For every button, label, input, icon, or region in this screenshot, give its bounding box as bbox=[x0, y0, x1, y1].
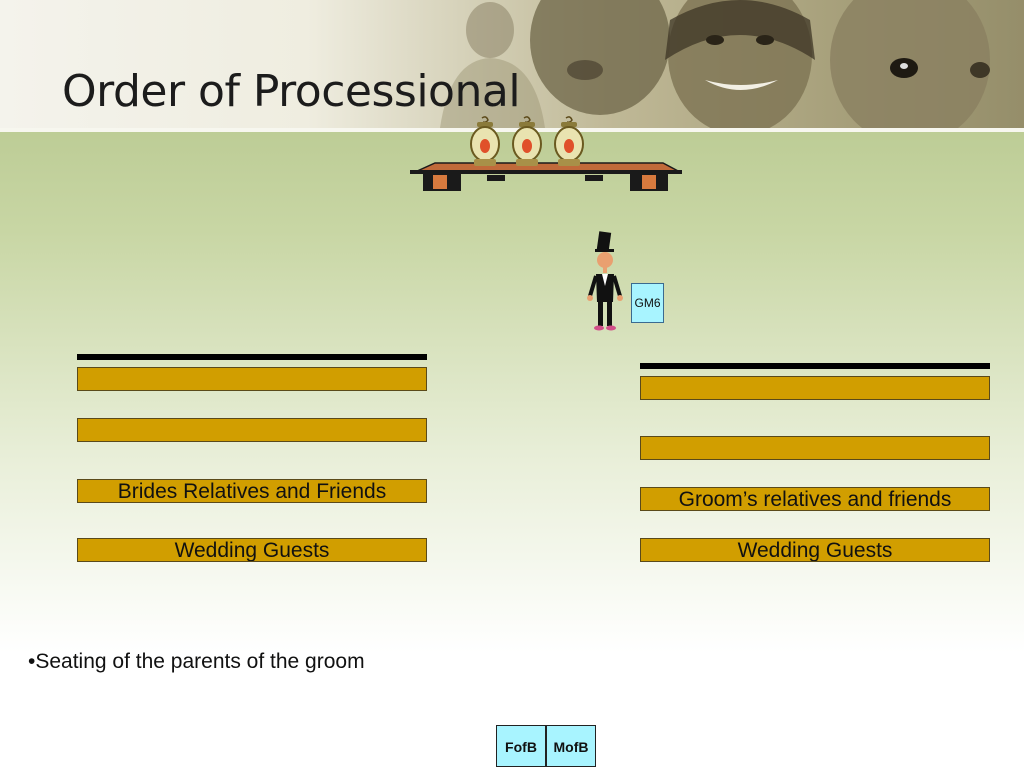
father-of-bride-box: FofB bbox=[496, 725, 546, 767]
people-photo-collage bbox=[440, 0, 990, 128]
slide-title: Order of Processional bbox=[62, 66, 521, 117]
groom-figure-icon bbox=[587, 231, 623, 331]
lantern-icon bbox=[512, 116, 542, 166]
mother-of-bride-box: MofB bbox=[546, 725, 596, 767]
right-pew-grooms-relatives: Groom’s relatives and friends bbox=[640, 487, 990, 511]
right-pew-wedding-guests: Wedding Guests bbox=[640, 538, 990, 562]
bullet-text: •Seating of the parents of the groom bbox=[28, 650, 365, 673]
header-photo-band bbox=[0, 0, 1024, 128]
left-pew-1 bbox=[77, 367, 427, 391]
left-pew-wedding-guests: Wedding Guests bbox=[77, 538, 427, 562]
right-pew-rail bbox=[640, 363, 990, 369]
right-pew-2 bbox=[640, 436, 990, 460]
altar-table-icon bbox=[410, 162, 682, 191]
left-pew-rail bbox=[77, 354, 427, 360]
groomsman-label-box: GM6 bbox=[631, 283, 664, 323]
lantern-row bbox=[470, 116, 584, 166]
left-pew-2 bbox=[77, 418, 427, 442]
header-divider bbox=[0, 128, 1024, 132]
lantern-icon bbox=[554, 116, 584, 166]
right-pew-1 bbox=[640, 376, 990, 400]
lantern-icon bbox=[470, 116, 500, 166]
left-pew-brides-relatives: Brides Relatives and Friends bbox=[77, 479, 427, 503]
